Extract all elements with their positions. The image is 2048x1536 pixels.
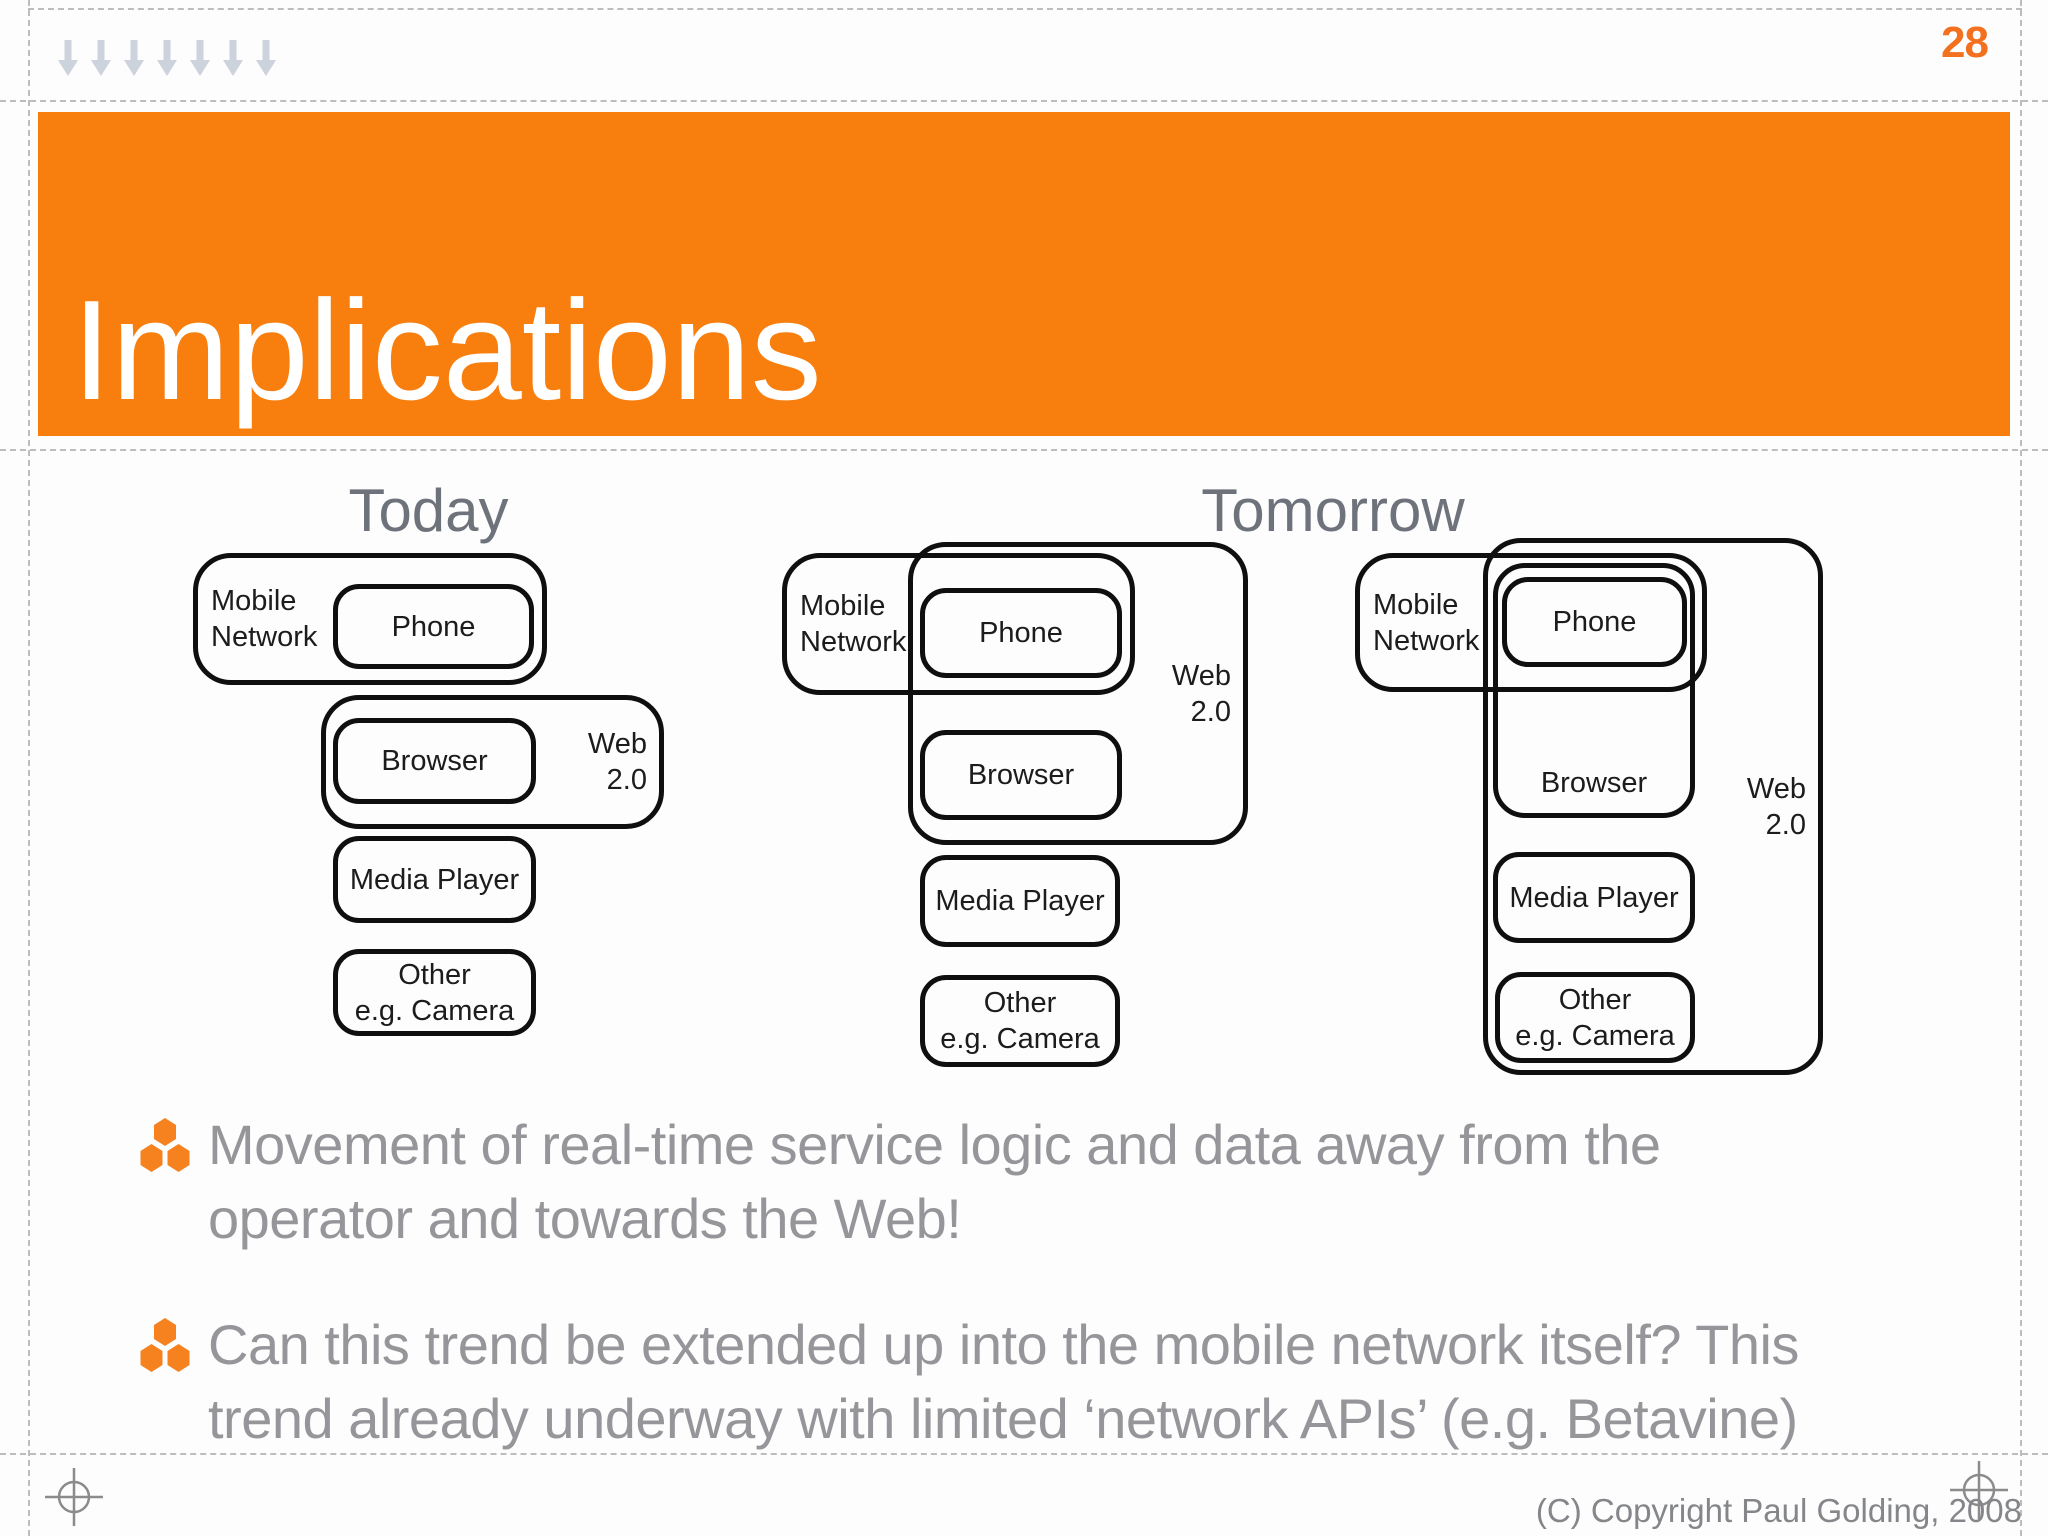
down-arrow-icon [256, 40, 276, 76]
right-web20-box: Web 2.0 [1483, 538, 1823, 1075]
right-web20-label: Web 2.0 [1746, 772, 1806, 841]
bullet-1-text: Movement of real-time service logic and … [208, 1113, 1661, 1250]
today-mobile-network-label: Mobile Network [211, 585, 318, 653]
tomorrow-column-title: Tomorrow [1201, 477, 1465, 544]
today-browser-label: Browser [381, 745, 488, 777]
guide-line-right [2020, 0, 2022, 1536]
mid-browser-label: Browser [967, 759, 1075, 791]
right-phone-box: Phone [1502, 577, 1687, 667]
today-media-player-box: Media Player [333, 836, 536, 923]
today-web20-label: Web 2.0 [587, 728, 647, 796]
today-mobile-network-box: Mobile Network [193, 553, 547, 685]
right-mobile-network-label: Mobile Network [1373, 588, 1480, 657]
mid-media-player-box: Media Player [920, 855, 1120, 947]
copyright-footer: (C) Copyright Paul Golding, 2008 [1535, 1492, 2022, 1529]
down-arrow-icon [91, 40, 111, 76]
right-other-box: Other e.g. Camera [1495, 972, 1695, 1063]
down-arrow-icon [124, 40, 144, 76]
down-arrow-icon [157, 40, 177, 76]
today-other-box: Other e.g. Camera [333, 949, 536, 1036]
mid-mobile-network-label: Mobile Network [800, 590, 907, 658]
today-phone-label: Phone [391, 610, 476, 643]
right-media-player-label: Media Player [1509, 881, 1679, 914]
today-media-player-label: Media Player [349, 863, 520, 896]
crosshair-icon [1950, 1461, 2008, 1519]
today-other-label: Other e.g. Camera [354, 958, 515, 1027]
bullet-2: Can this trend be extended up into the m… [138, 1308, 1799, 1456]
guide-line-left [28, 0, 30, 1536]
today-web20-box: Web 2.0 [321, 695, 664, 829]
page-number: 28 [1941, 18, 1989, 67]
right-phone-device-box: Browser [1493, 563, 1695, 818]
right-other-label: Other e.g. Camera [1515, 983, 1675, 1052]
mid-phone-box: Phone [920, 588, 1122, 678]
down-arrow-icon [58, 40, 78, 76]
title-banner: Implications [38, 112, 2010, 436]
mid-web20-label: Web 2.0 [1171, 659, 1231, 728]
down-arrow-icon [223, 40, 243, 76]
mid-browser-box: Browser [920, 730, 1122, 820]
down-arrows-row [56, 38, 278, 78]
right-mobile-network-box: Mobile Network [1355, 553, 1707, 692]
right-phone-label: Phone [1552, 606, 1637, 638]
mid-other-label: Other e.g. Camera [940, 987, 1100, 1055]
mid-media-player-label: Media Player [935, 885, 1105, 917]
today-column-title: Today [348, 477, 509, 544]
guide-line-top [28, 8, 2022, 10]
bullet-1: Movement of real-time service logic and … [138, 1108, 1661, 1256]
guide-line-under-banner [0, 449, 2048, 451]
slide-title: Implications [72, 270, 822, 430]
club-bullet-icon [140, 1118, 190, 1172]
mid-phone-label: Phone [979, 617, 1063, 649]
right-browser-label: Browser [1540, 767, 1648, 799]
right-media-player-box: Media Player [1493, 852, 1695, 943]
club-bullet-icon [140, 1318, 190, 1372]
mid-other-box: Other e.g. Camera [920, 975, 1120, 1067]
guide-line-above-footer [0, 1453, 2048, 1455]
down-arrow-icon [190, 40, 210, 76]
today-browser-box: Browser [333, 718, 536, 804]
today-phone-box: Phone [333, 584, 534, 669]
crosshair-icon [45, 1468, 103, 1526]
bullet-2-text: Can this trend be extended up into the m… [208, 1313, 1799, 1450]
mid-mobile-network-box: Mobile Network [782, 553, 1135, 695]
guide-line-under-arrows [0, 100, 2048, 102]
